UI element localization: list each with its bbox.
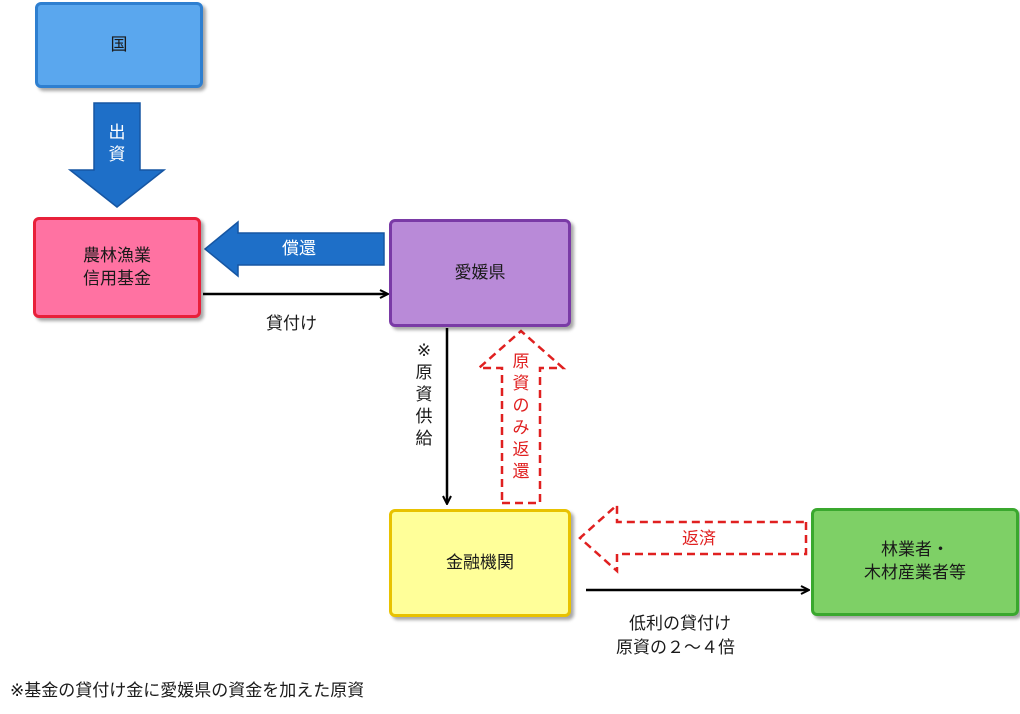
node-kikin-label: 農林漁業 信用基金 bbox=[83, 245, 151, 289]
teiri-label-line2: 原資の２〜４倍 bbox=[616, 638, 735, 658]
shokan-label: 償還 bbox=[282, 239, 316, 259]
shusshi-label: 出 資 bbox=[108, 123, 126, 166]
node-ringyo: 林業者・ 木材産業者等 bbox=[811, 508, 1019, 616]
node-ehime: 愛媛県 bbox=[389, 219, 571, 327]
node-kuni-label: 国 bbox=[110, 34, 128, 55]
genshi-kyokyu-label: ※ 原 資 供 給 bbox=[415, 341, 433, 450]
footnote: ※基金の貸付け金に愛媛県の資金を加えた原資 bbox=[10, 681, 365, 701]
node-ringyo-label: 林業者・ 木材産業者等 bbox=[864, 540, 966, 583]
teiri-label-line1: 低利の貸付け bbox=[629, 614, 731, 634]
node-kinyu-label: 金融機関 bbox=[446, 552, 514, 573]
hensai-arrow bbox=[578, 502, 808, 574]
shusshi-arrow bbox=[67, 102, 167, 208]
hensai-label: 返済 bbox=[682, 529, 716, 549]
shokan-arrow bbox=[203, 220, 385, 278]
genshi-nomi-henkan-label: 原 資 の み 返 還 bbox=[512, 352, 530, 483]
genshi-nomi-henkan-arrow bbox=[475, 329, 567, 505]
node-kikin: 農林漁業 信用基金 bbox=[33, 217, 201, 318]
node-kinyu: 金融機関 bbox=[389, 509, 571, 617]
node-ehime-label: 愛媛県 bbox=[454, 262, 506, 283]
kashitsuke-label: 貸付け bbox=[266, 314, 317, 334]
node-kuni: 国 bbox=[35, 2, 203, 88]
